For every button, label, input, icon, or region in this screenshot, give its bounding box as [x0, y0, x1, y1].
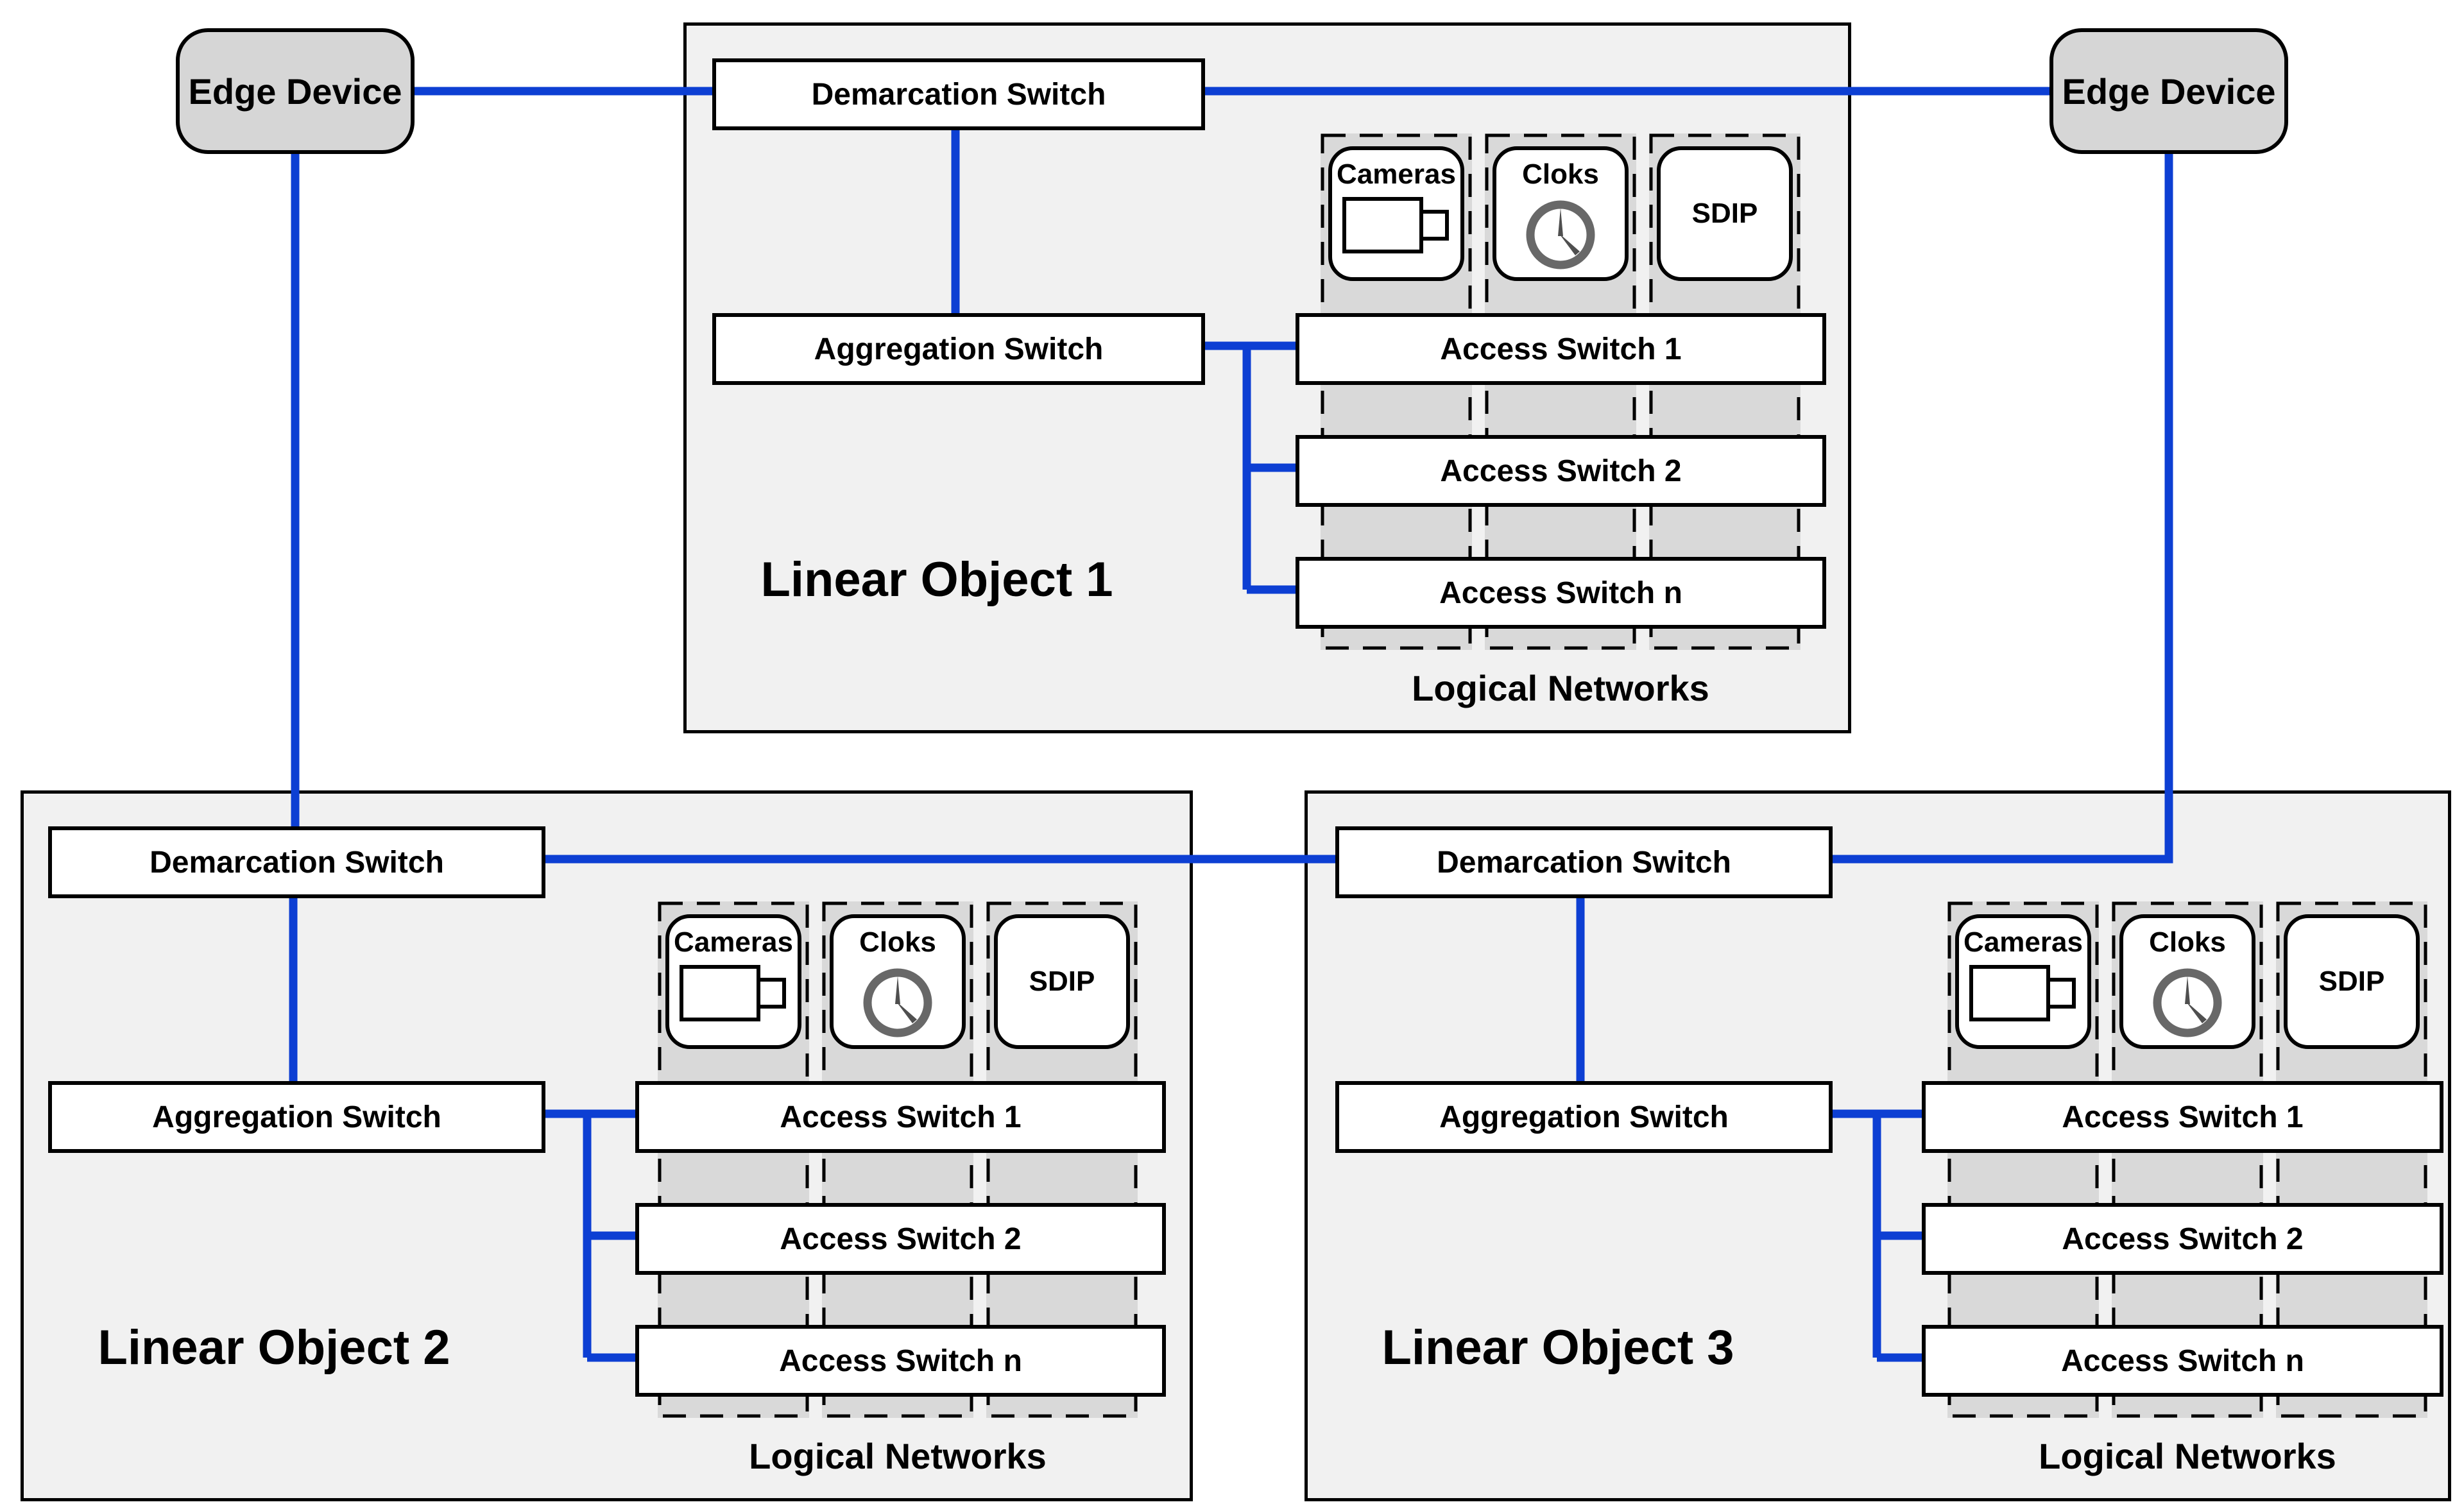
lo1-access-switch-1-label: Access Switch 1 [1440, 332, 1682, 366]
lo2-access-switch-1: Access Switch 1 [635, 1081, 1166, 1153]
camera-icon [1342, 197, 1449, 253]
link-edge-right-to-lo3-demarcation [1828, 154, 2173, 864]
lo1-aggregation-switch-label: Aggregation Switch [814, 332, 1104, 366]
camera-icon [680, 965, 786, 1021]
edge-device-left-label: Edge Device [188, 71, 402, 112]
linear-object-3-container: Demarcation Switch Aggregation Switch Ca… [1305, 790, 2451, 1501]
dashed-border [1649, 133, 1801, 650]
lo1-access-switch-n: Access Switch n [1296, 557, 1826, 629]
lo2-cloks-device: Cloks [830, 914, 966, 1049]
lo2-cameras-label: Cameras [674, 926, 793, 958]
lo3-aggregation-switch: Aggregation Switch [1335, 1081, 1833, 1153]
lo1-cloks-label: Cloks [1522, 158, 1599, 190]
lo1-sdip-device: SDIP [1657, 146, 1793, 281]
clock-icon [1526, 200, 1595, 269]
lo3-access-switch-1-label: Access Switch 1 [2062, 1100, 2304, 1134]
lo1-demarcation-switch-label: Demarcation Switch [811, 77, 1106, 112]
lo2-aggregation-switch-label: Aggregation Switch [152, 1100, 441, 1134]
lo1-logical-networks-label: Logical Networks [1412, 668, 1709, 708]
lo1-sdip-label: SDIP [1691, 198, 1758, 229]
lo3-cloks-label: Cloks [2149, 926, 2226, 958]
lo3-access-switch-2-label: Access Switch 2 [2062, 1222, 2304, 1256]
linear-object-2-container: Demarcation Switch Aggregation Switch Ca… [21, 790, 1193, 1501]
edge-device-right: Edge Device [2049, 28, 2288, 154]
dashed-border [1947, 901, 2099, 1418]
lo2-cloks-label: Cloks [859, 926, 936, 958]
edge-device-right-label: Edge Device [2062, 71, 2276, 112]
lo2-access-switch-1-label: Access Switch 1 [780, 1100, 1022, 1134]
lo3-access-switch-2: Access Switch 2 [1922, 1203, 2443, 1275]
lo1-access-switch-2: Access Switch 2 [1296, 435, 1826, 507]
lo2-sdip-device: SDIP [994, 914, 1130, 1049]
lo2-demarcation-switch-label: Demarcation Switch [150, 845, 444, 880]
lo1-cameras-device: Cameras [1328, 146, 1464, 281]
lo2-title: Linear Object 2 [98, 1320, 450, 1375]
lo2-sdip-label: SDIP [1029, 966, 1095, 997]
lo1-aggregation-switch: Aggregation Switch [712, 313, 1205, 385]
lo3-cameras-device: Cameras [1955, 914, 2091, 1049]
dashed-border [1485, 133, 1636, 650]
lo3-cameras-label: Cameras [1964, 926, 2083, 958]
lo1-access-switch-n-label: Access Switch n [1439, 575, 1682, 610]
lo3-sdip-device: SDIP [2284, 914, 2420, 1049]
lo3-access-switch-n-label: Access Switch n [2061, 1343, 2304, 1378]
lo2-aggregation-switch: Aggregation Switch [48, 1081, 545, 1153]
lo3-demarcation-switch-label: Demarcation Switch [1437, 845, 1731, 880]
camera-icon [1969, 965, 2076, 1021]
lo2-access-switch-2-label: Access Switch 2 [780, 1222, 1022, 1256]
lo3-access-switch-n: Access Switch n [1922, 1325, 2443, 1397]
edge-device-left: Edge Device [176, 28, 415, 154]
lo1-access-switch-2-label: Access Switch 2 [1440, 454, 1682, 488]
lo2-logical-networks-label: Logical Networks [749, 1436, 1047, 1476]
clock-icon [863, 968, 932, 1037]
lo1-cloks-device: Cloks [1493, 146, 1629, 281]
dashed-border [986, 901, 1138, 1418]
clock-icon [2153, 968, 2222, 1037]
lo2-demarcation-switch: Demarcation Switch [48, 826, 545, 898]
lo3-logical-networks-label: Logical Networks [2039, 1436, 2336, 1476]
dashed-border [658, 901, 809, 1418]
lo1-title: Linear Object 1 [760, 552, 1113, 607]
lo3-title: Linear Object 3 [1382, 1320, 1734, 1375]
lo2-cameras-device: Cameras [665, 914, 801, 1049]
lo3-sdip-label: SDIP [2318, 966, 2385, 997]
linear-object-1-container: Demarcation Switch Aggregation Switch Ca… [683, 22, 1851, 733]
lo1-access-switch-1: Access Switch 1 [1296, 313, 1826, 385]
dashed-border [2112, 901, 2263, 1418]
dashed-border [2276, 901, 2427, 1418]
lo2-access-switch-2: Access Switch 2 [635, 1203, 1166, 1275]
lo3-access-switch-1: Access Switch 1 [1922, 1081, 2443, 1153]
dashed-border [1321, 133, 1472, 650]
lo2-access-switch-n-label: Access Switch n [779, 1343, 1022, 1378]
lo2-access-switch-n: Access Switch n [635, 1325, 1166, 1397]
lo3-aggregation-switch-label: Aggregation Switch [1439, 1100, 1729, 1134]
lo1-cameras-label: Cameras [1337, 158, 1456, 190]
dashed-border [822, 901, 973, 1418]
lo1-demarcation-switch: Demarcation Switch [712, 58, 1205, 130]
lo3-cloks-device: Cloks [2119, 914, 2255, 1049]
lo3-demarcation-switch: Demarcation Switch [1335, 826, 1833, 898]
